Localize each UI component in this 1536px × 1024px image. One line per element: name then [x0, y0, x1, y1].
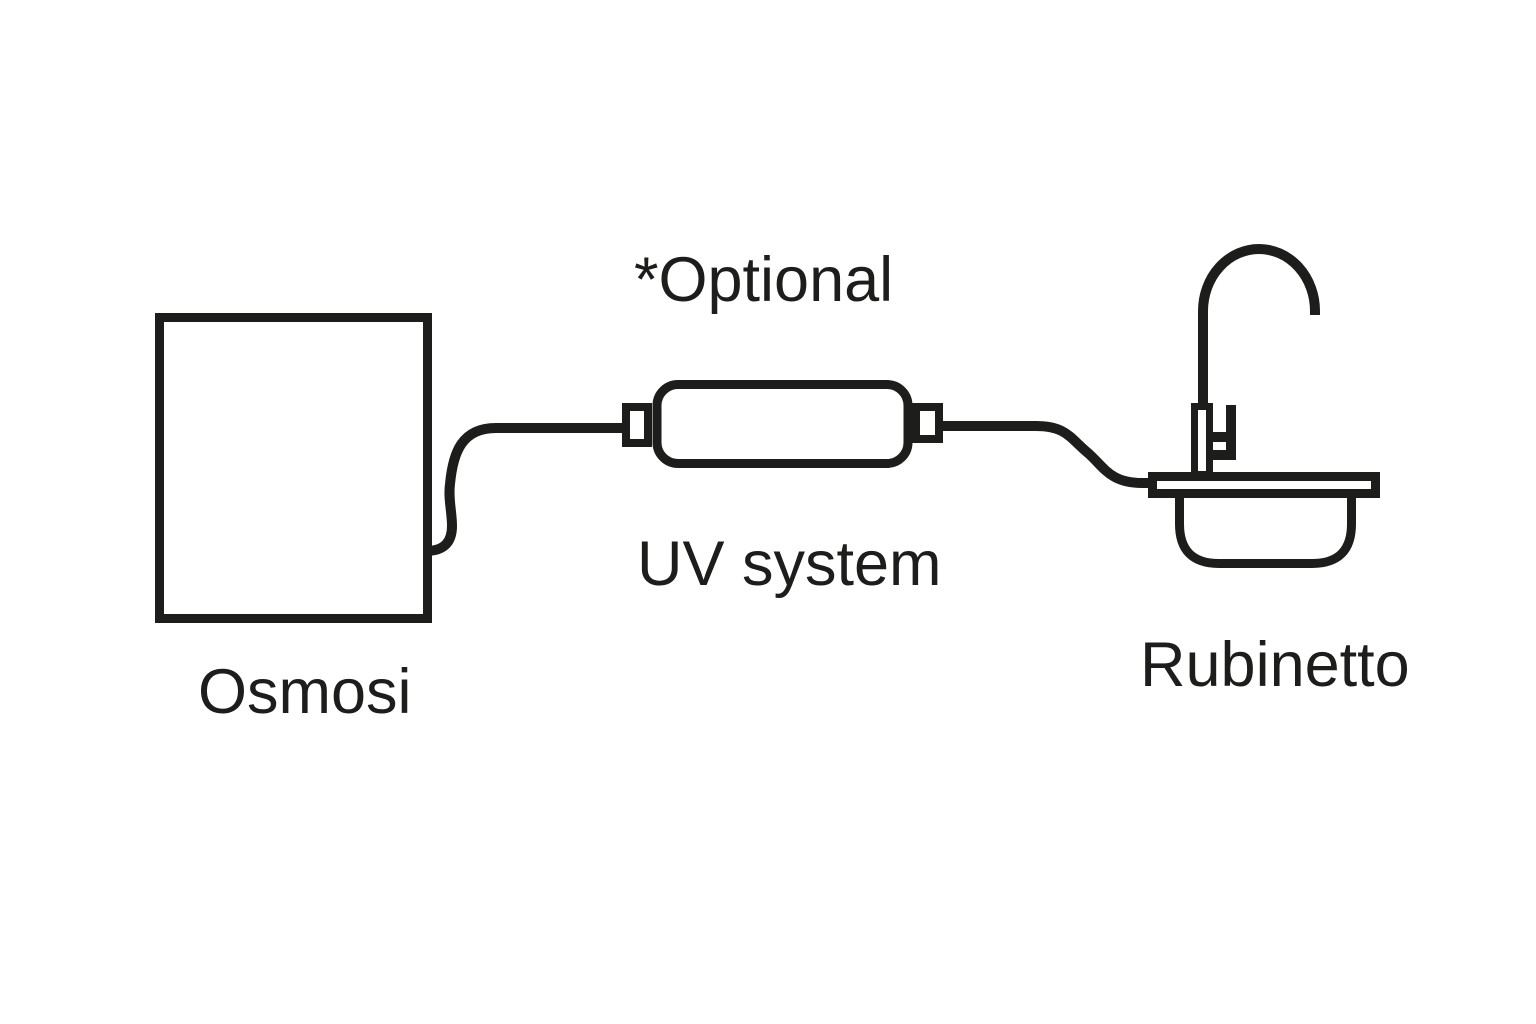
tube-uv-to-faucet — [941, 421, 1156, 488]
sink-basin — [1175, 492, 1356, 568]
faucet-base-column — [1191, 403, 1213, 478]
faucet-sink-icon — [1148, 244, 1380, 568]
sink-counter — [1148, 472, 1380, 498]
label-osmosi: Osmosi — [198, 657, 412, 727]
label-rubinetto: Rubinetto — [1140, 630, 1410, 700]
uv-system-icon — [622, 380, 943, 468]
label-optional: *Optional — [634, 245, 894, 315]
uv-right-cap — [912, 403, 943, 443]
faucet-handle — [1210, 405, 1236, 460]
tube-osmosi-to-uv — [425, 423, 626, 556]
label-uv-system: UV system — [637, 529, 942, 599]
faucet-gooseneck — [1198, 244, 1320, 476]
uv-left-cap — [622, 403, 652, 447]
osmosi-box-icon — [155, 313, 432, 623]
uv-capsule-body — [652, 380, 913, 468]
